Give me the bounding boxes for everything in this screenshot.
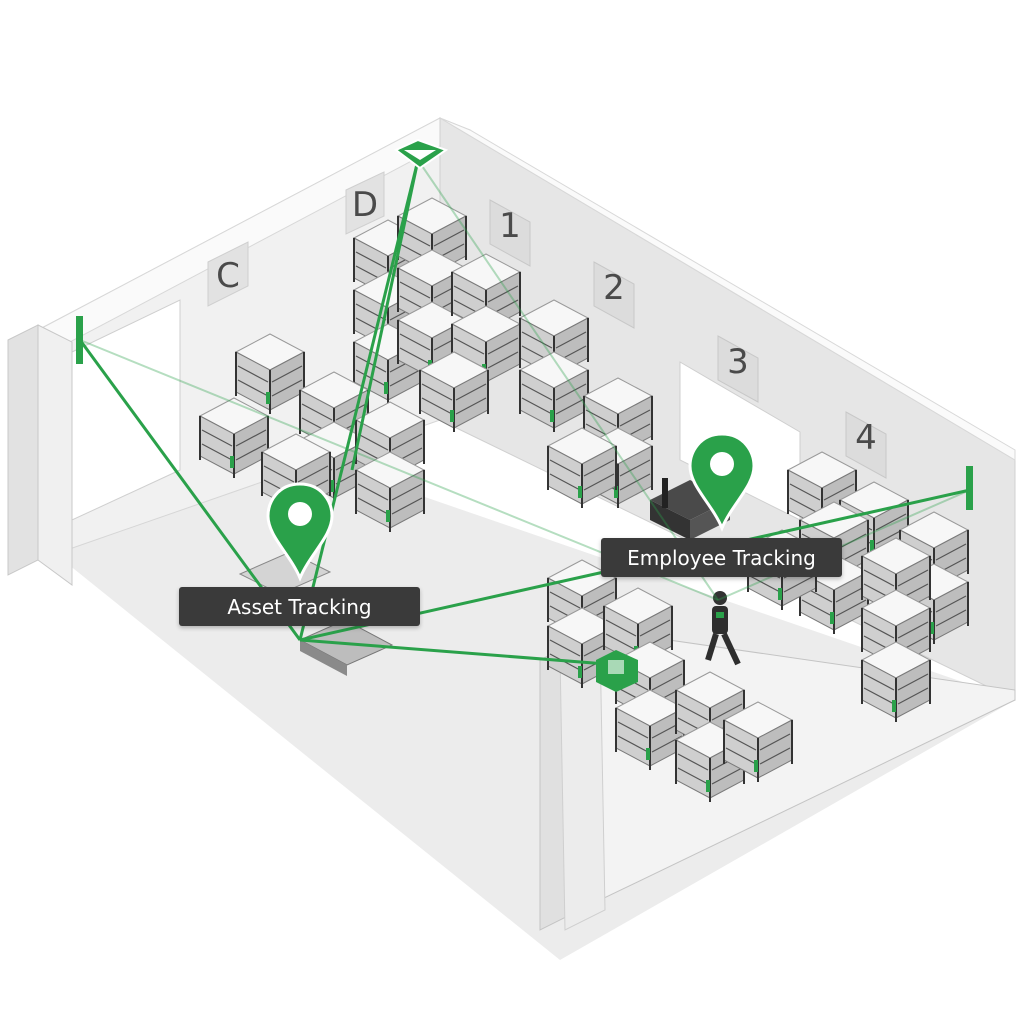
zone-sign-3: 3: [717, 335, 759, 403]
location-pin-icon: [688, 432, 756, 532]
anchor-sensor-icon: [394, 138, 449, 170]
svg-text:D: D: [352, 185, 378, 225]
zone-sign-c: C: [207, 241, 249, 307]
svg-text:C: C: [216, 256, 240, 296]
location-pin-icon: [266, 482, 334, 582]
zone-sign-4: 4: [845, 411, 887, 479]
svg-text:4: 4: [855, 418, 877, 458]
svg-text:2: 2: [603, 268, 625, 308]
employee-tracking-label: Employee Tracking: [601, 538, 842, 577]
zone-sign-2: 2: [593, 261, 635, 329]
worker-icon: [705, 591, 741, 666]
anchor-sensor-icon: [76, 316, 83, 364]
svg-text:1: 1: [499, 206, 521, 246]
svg-text:3: 3: [727, 342, 749, 382]
asset-tracking-label: Asset Tracking: [179, 587, 420, 626]
zone-sign-d: D: [345, 171, 385, 235]
zone-sign-1: 1: [489, 199, 531, 267]
anchor-sensor-icon: [966, 466, 973, 510]
anchor-sensor-icon: [596, 650, 638, 692]
